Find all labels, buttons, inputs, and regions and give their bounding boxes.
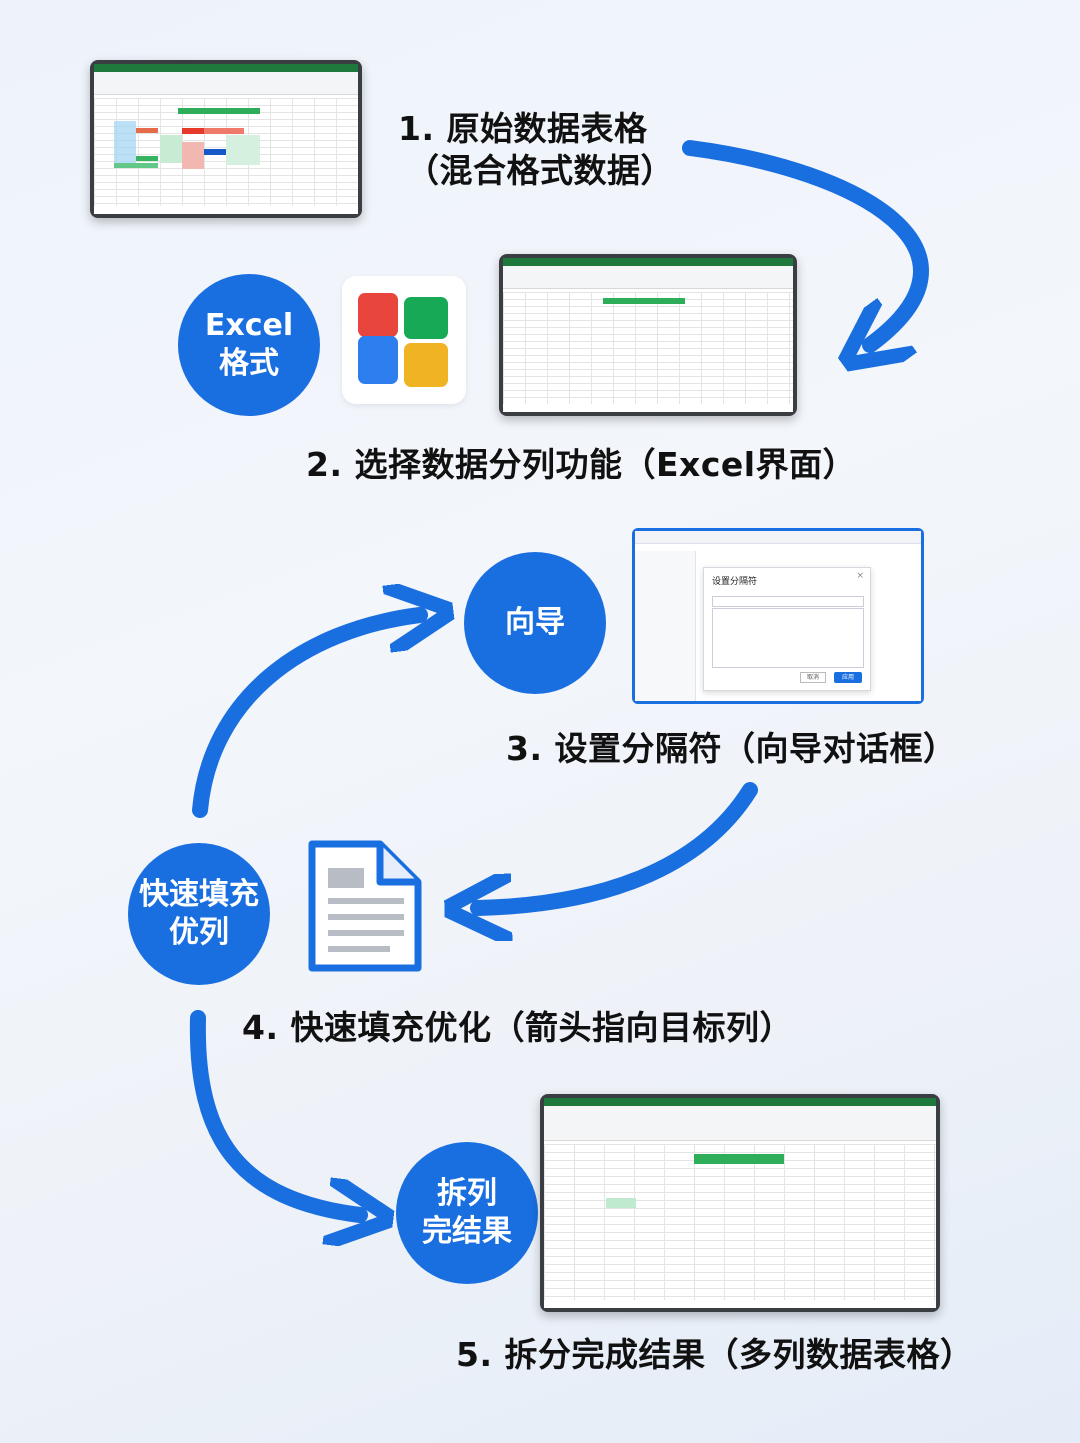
excel-format-circle: Excel 格式: [178, 274, 320, 416]
app-grid-icon: [342, 276, 466, 404]
step-1-title: 1. 原始数据表格: [398, 109, 648, 148]
delimiter-select[interactable]: [712, 596, 864, 607]
close-icon[interactable]: ×: [856, 571, 864, 581]
flash-fill-circle: 快速填充 优列: [128, 843, 270, 985]
arrow-3-to-4: [478, 782, 758, 908]
step-3-title: 3. 设置分隔符（向导对话框）: [506, 729, 957, 768]
excel-screenshot-original: [90, 60, 362, 218]
delimiter-dialog: 设置分隔符 × 取消 应用: [703, 567, 871, 691]
result-circle: 拆列 完结果: [396, 1142, 538, 1284]
arrow-1-to-2: [682, 140, 929, 345]
step-4-title: 4. 快速填充优化（箭头指向目标列）: [242, 1008, 793, 1047]
delimiter-dialog-screenshot: 设置分隔符 × 取消 应用: [632, 528, 924, 704]
step-1-subtitle: （混合格式数据）: [406, 151, 674, 190]
arrow-4-to-3: [192, 615, 420, 818]
excel-screenshot-data-menu: [499, 254, 797, 416]
step-2-title: 2. 选择数据分列功能（Excel界面）: [306, 445, 857, 484]
arrow-4-to-5: [189, 1010, 360, 1215]
cancel-button[interactable]: 取消: [800, 672, 826, 683]
wizard-circle: 向导: [464, 552, 606, 694]
step-5-title: 5. 拆分完成结果（多列数据表格）: [456, 1335, 974, 1374]
dialog-title: 设置分隔符: [712, 577, 758, 587]
delimiter-preview-area: [712, 608, 864, 668]
document-icon: [306, 840, 424, 974]
excel-screenshot-result: [540, 1094, 940, 1312]
apply-button[interactable]: 应用: [834, 672, 862, 683]
